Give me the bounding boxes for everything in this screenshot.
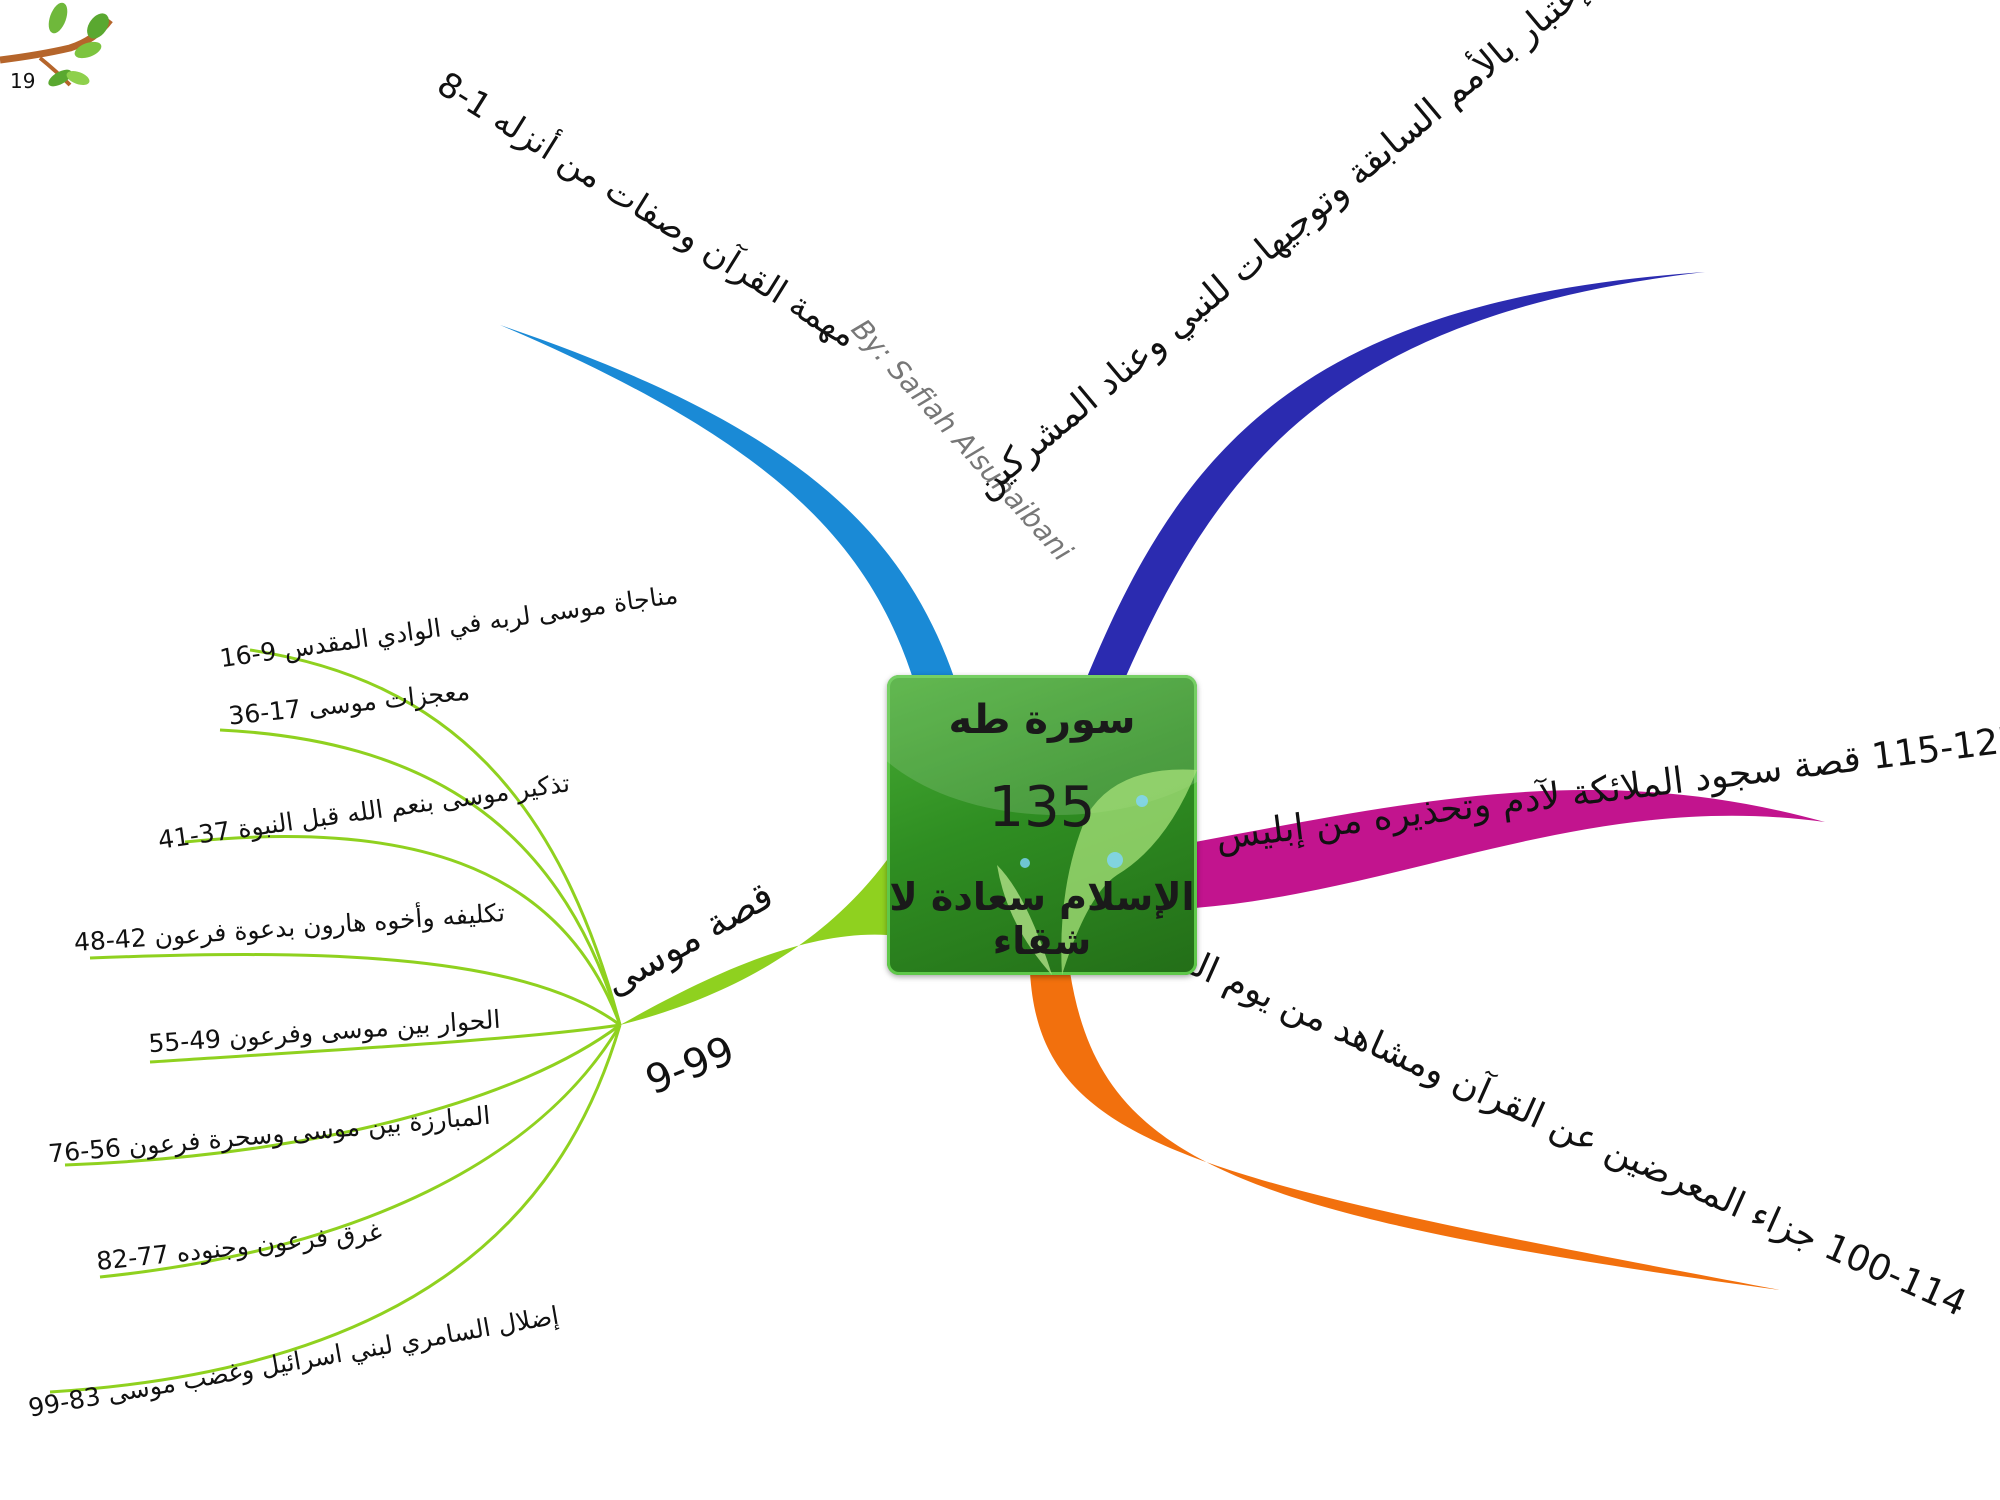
leaf-decoration-icon (997, 769, 1197, 975)
branch-label-bottom-right: 100-114 جزاء المعرضين عن القرآن ومشاهد م… (1117, 911, 1974, 1325)
page-number: 19 (10, 69, 35, 93)
branch-top-left-shape (500, 325, 955, 685)
subbranch-line-4 (89, 953, 621, 1027)
central-topic-box: سورة طه 135 الإسلام سعادة لا شقاء (887, 675, 1197, 975)
branch-top-right-shape (1085, 272, 1705, 690)
subtopic-label-4: تكليفه وأخوه هارون بدعوة فرعون 42-48 (73, 895, 506, 958)
subbranch-line-5 (149, 1023, 621, 1064)
branch-bottom-right-shape (1030, 972, 1780, 1290)
corner-branch-logo: 19 (0, 2, 113, 93)
branch-label-left: قصة موسى (596, 873, 781, 1006)
subtopic-label-7: غرق فرعون وجنوده 77-82 (95, 1217, 383, 1277)
subtopic-label-1: مناجاة موسى لربه في الوادي المقدس 9-16 (218, 580, 680, 673)
subbranch-line-3 (184, 834, 622, 1026)
branch-label-right: 115-127 قصة سجود الملائكة لآدم وتحذيره م… (1213, 719, 2000, 859)
central-topic-title: سورة طه (948, 697, 1136, 743)
branch-label-top-left: مهمة القرآن وصفات من أنزله 1-8 (430, 62, 866, 356)
musa-subbranch-lines (49, 648, 622, 1394)
branch-label-left-range: 9-99 (639, 1028, 740, 1105)
branch-right-shape (1195, 790, 1825, 908)
subbranch-line-6 (64, 1023, 621, 1167)
subbranch-line-2 (219, 728, 622, 1026)
subbranch-line-8 (49, 1024, 622, 1394)
subtopic-label-8: إضلال السامري لبني اسرائيل وغضب موسى 83-… (26, 1301, 561, 1424)
subbranch-line-7 (99, 1024, 622, 1279)
branch-label-top-right: 128-135 الإعتبار بالأمم السابقة وتوجيهات… (963, 0, 1734, 507)
subtopic-label-6: المبارزة بين موسى وسحرة فرعون 56-76 (47, 1101, 491, 1170)
central-topic-subtitle: الإسلام سعادة لا شقاء (889, 875, 1195, 963)
central-topic-verse-count: 135 (988, 775, 1096, 840)
subbranch-line-1 (249, 648, 622, 1026)
subtopic-label-3: تذكير موسى بنعم الله قبل النبوة 37-41 (156, 768, 571, 856)
subtopic-label-2: معجزات موسى 17-36 (227, 676, 471, 730)
